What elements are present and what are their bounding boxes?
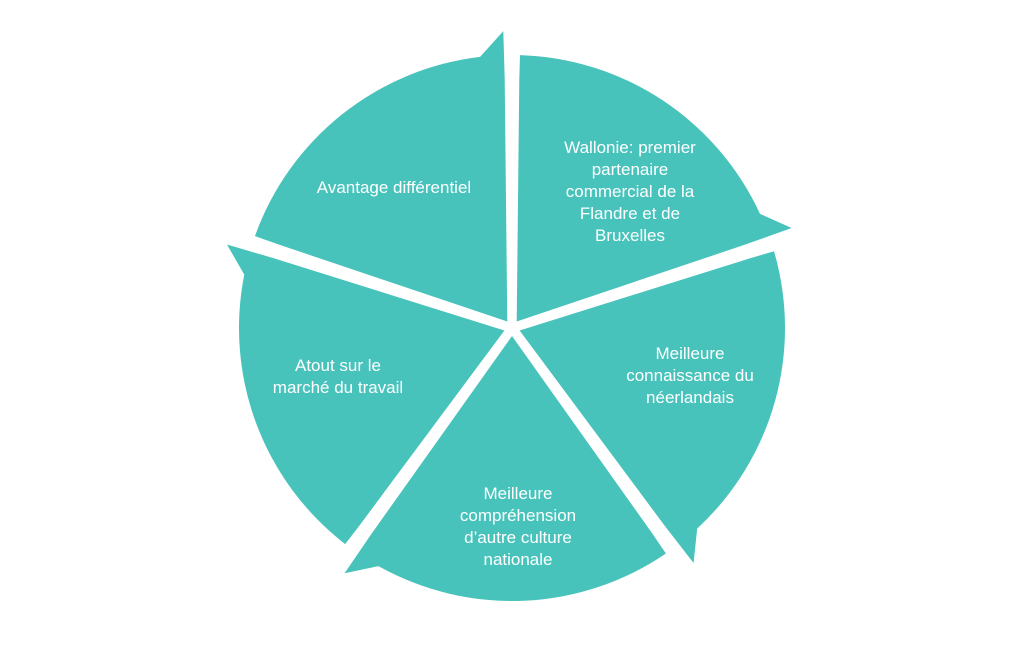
segment-label-differential-advantage: Avantage différentiel: [316, 178, 472, 197]
segment-dutch-knowledge: [519, 251, 785, 564]
segment-trade-partner: [516, 55, 792, 322]
segment-label-culture-understanding: Meilleure compréhension d’autre culture …: [459, 484, 577, 569]
segment-culture-understanding: [344, 336, 666, 601]
segment-label-dutch-knowledge: Meilleure connaissance du néerlandais: [626, 344, 754, 407]
segment-label-trade-partner: Wallonie: premier partenaire commercial …: [564, 138, 696, 245]
segment-job-market: [226, 244, 505, 545]
segment-label-job-market: Atout sur le marché du travail: [272, 356, 404, 397]
segment-differential-advantage: [254, 31, 508, 322]
